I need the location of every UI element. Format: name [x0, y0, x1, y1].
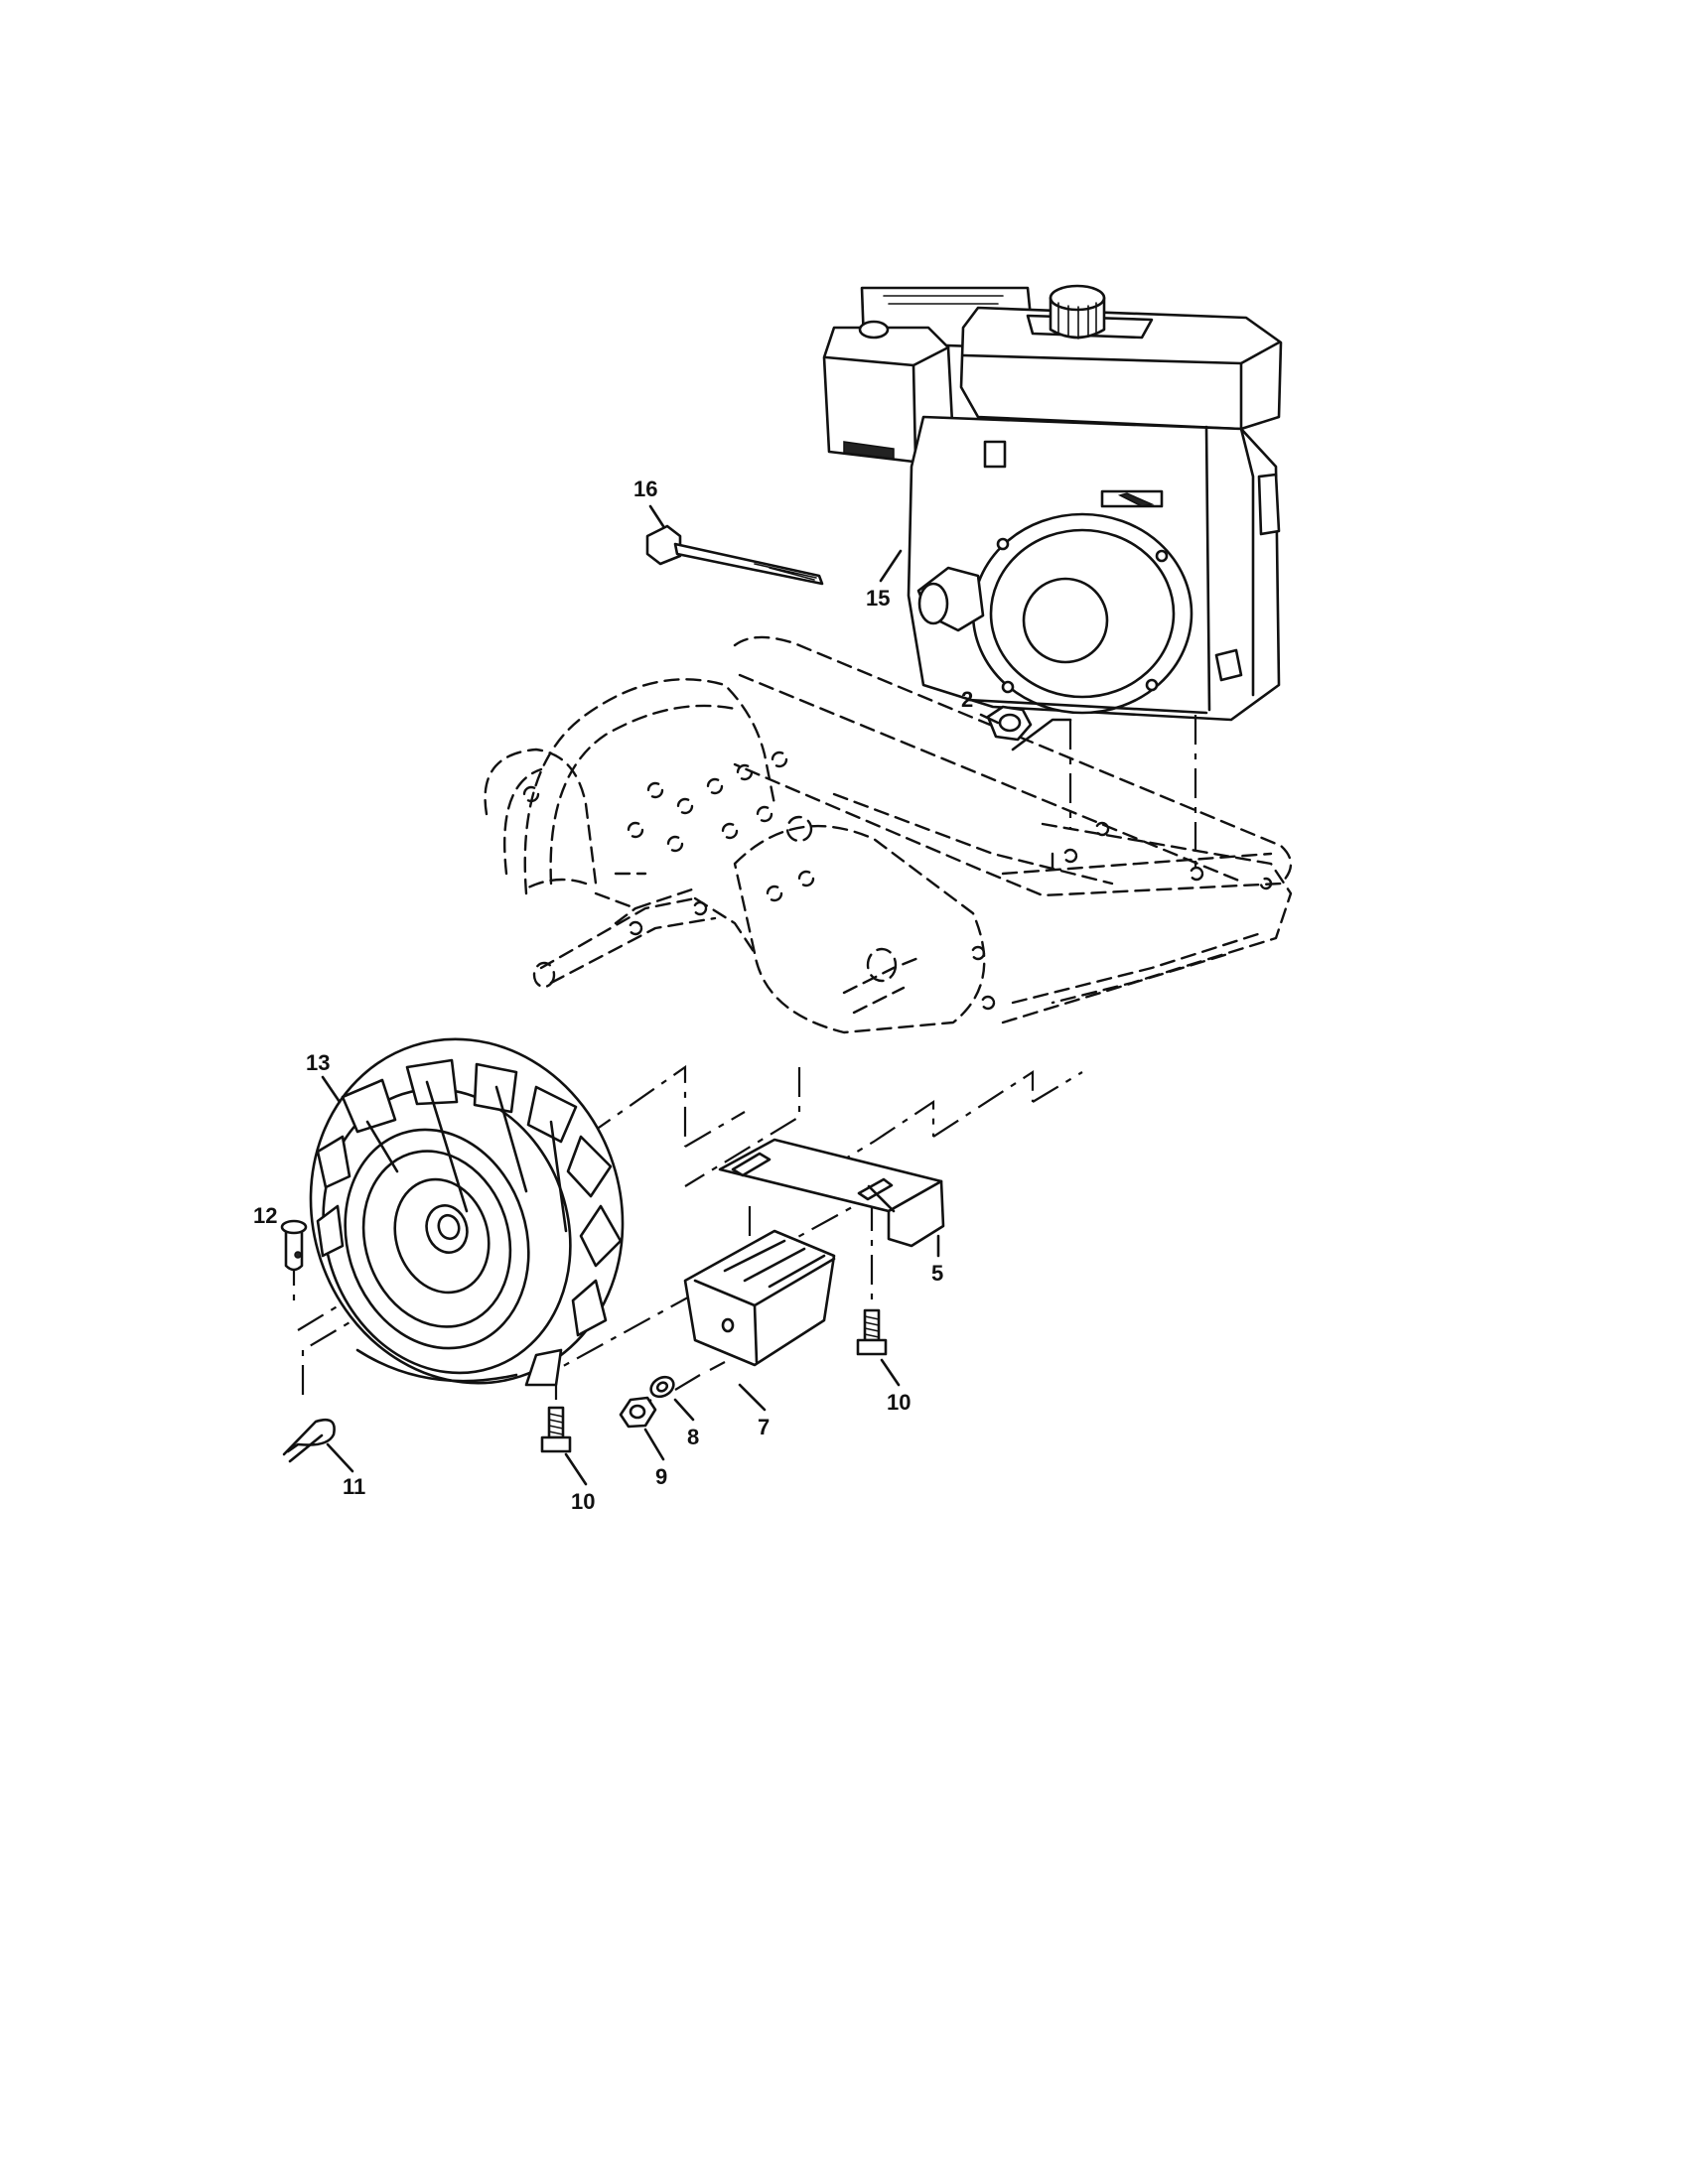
- wheel-tire: [309, 1037, 625, 1387]
- callout-15: 15: [866, 586, 890, 611]
- callout-5: 5: [931, 1261, 943, 1286]
- callout-10-right: 10: [887, 1390, 911, 1415]
- callout-13: 13: [306, 1050, 330, 1075]
- callout-labels: 16 15 2 5 7 8 9 10 10 11 12 13: [253, 477, 973, 1514]
- bracket: [718, 1138, 945, 1248]
- hex-bolt-right: [856, 1308, 888, 1356]
- callout-8: 8: [687, 1425, 699, 1449]
- callout-9: 9: [655, 1464, 667, 1489]
- clevis-pin: [280, 1219, 308, 1272]
- callout-16: 16: [633, 477, 657, 501]
- hairpin-clip: [282, 1418, 336, 1463]
- engine: [822, 284, 1283, 722]
- callout-leaders: [321, 504, 1000, 1486]
- callout-12: 12: [253, 1203, 277, 1228]
- cable-tie: [645, 524, 824, 586]
- callout-11: 11: [343, 1474, 365, 1499]
- hex-nut: [619, 1396, 657, 1429]
- tiller-frame-reference: [484, 635, 1293, 1034]
- hex-bolt-left: [540, 1406, 572, 1453]
- weight-block: [683, 1229, 836, 1367]
- callout-2: 2: [961, 687, 973, 712]
- lock-washer: [649, 1375, 675, 1399]
- callout-7: 7: [758, 1415, 770, 1439]
- callout-10-left: 10: [571, 1489, 595, 1514]
- flange-nut: [986, 705, 1072, 751]
